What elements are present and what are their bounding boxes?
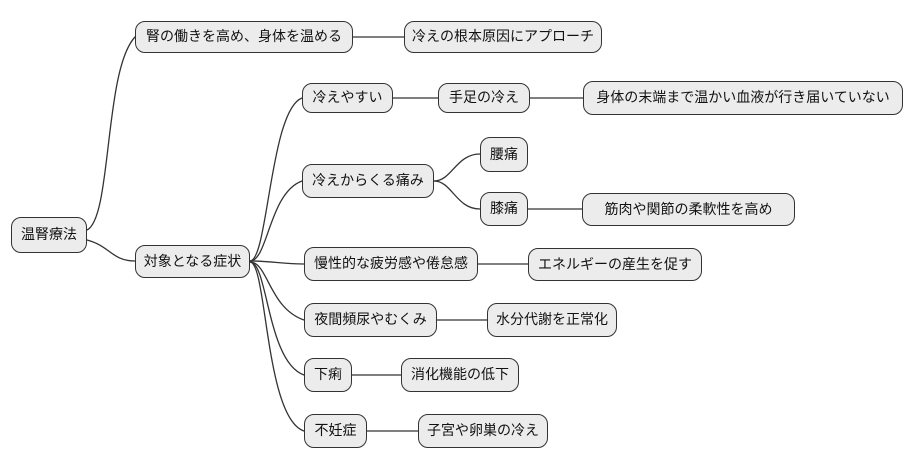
node-blood-circulation: 身体の末端まで温かい血液が行き届いていない	[583, 81, 903, 115]
edge-symptoms-easily-cold	[249, 97, 303, 262]
node-back-pain: 腰痛	[480, 137, 528, 172]
edge-root-kidney	[86, 36, 136, 231]
node-target-symptoms: 対象となる症状	[135, 245, 250, 278]
node-easily-cold: 冷えやすい	[302, 83, 393, 113]
edge-cold-pain-knee-pain	[433, 180, 481, 210]
node-cold-hands-feet: 手足の冷え	[438, 83, 530, 113]
edge-root-symptoms	[86, 239, 136, 262]
node-cold-pain: 冷えからくる痛み	[302, 164, 434, 198]
node-kidney-function: 腎の働きを高め、身体を温める	[135, 21, 353, 53]
node-nocturia-swelling: 夜間頻尿やむくみ	[304, 303, 437, 337]
node-digestive-decline: 消化機能の低下	[401, 358, 519, 392]
edge-symptoms-infertility	[249, 261, 305, 432]
edge-symptoms-diarrhea	[249, 261, 305, 376]
edge-symptoms-fatigue	[249, 260, 305, 265]
node-flexibility: 筋肉や関節の柔軟性を高め	[582, 193, 795, 226]
node-root: 温腎療法	[11, 217, 87, 253]
node-diarrhea: 下痢	[304, 358, 352, 392]
node-infertility: 不妊症	[304, 414, 367, 448]
edge-symptoms-cold-pain	[249, 180, 303, 262]
edge-symptoms-nocturia	[249, 261, 305, 321]
edge-cold-pain-back-pain	[433, 153, 481, 182]
node-root-cause-approach: 冷えの根本原因にアプローチ	[404, 21, 602, 53]
node-energy-production: エネルギーの産生を促す	[528, 248, 702, 281]
node-uterus-ovary-cold: 子宮や卵巣の冷え	[418, 414, 548, 448]
node-knee-pain: 膝痛	[480, 192, 528, 226]
node-chronic-fatigue: 慢性的な疲労感や倦怠感	[304, 247, 478, 281]
node-water-metabolism: 水分代謝を正常化	[487, 303, 617, 337]
